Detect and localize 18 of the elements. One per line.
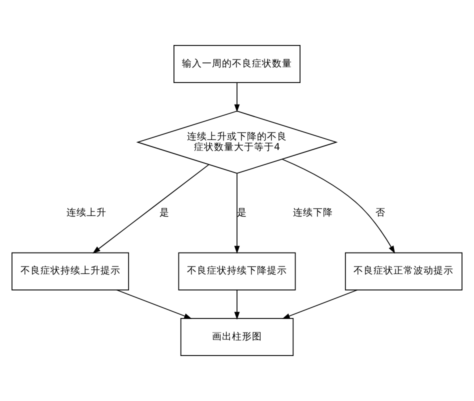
arrow [282,158,396,254]
node-diamond: 连续上升或下降的不良症状数量大于等于4 [136,110,338,174]
label: 连续上升 [66,207,107,218]
node-box: 输入一周的不良症状数量 [174,45,300,84]
arrow [92,164,210,254]
node-box: 不良症状正常波动提示 [344,252,462,290]
arrow [282,289,358,319]
label: 连续下降 [293,207,334,218]
edge-label: 是 [237,207,248,218]
arrow [234,173,240,254]
node-box: 画出柱形图 [180,318,294,356]
arrow [234,290,240,320]
arrow [116,289,192,319]
node-box: 不良症状持续下降提示 [178,252,296,290]
arrow [234,82,240,112]
node-box: 不良症状持续上升提示 [12,252,130,290]
edge-label: 是 [159,207,170,218]
edge-label: 否 [375,207,386,218]
